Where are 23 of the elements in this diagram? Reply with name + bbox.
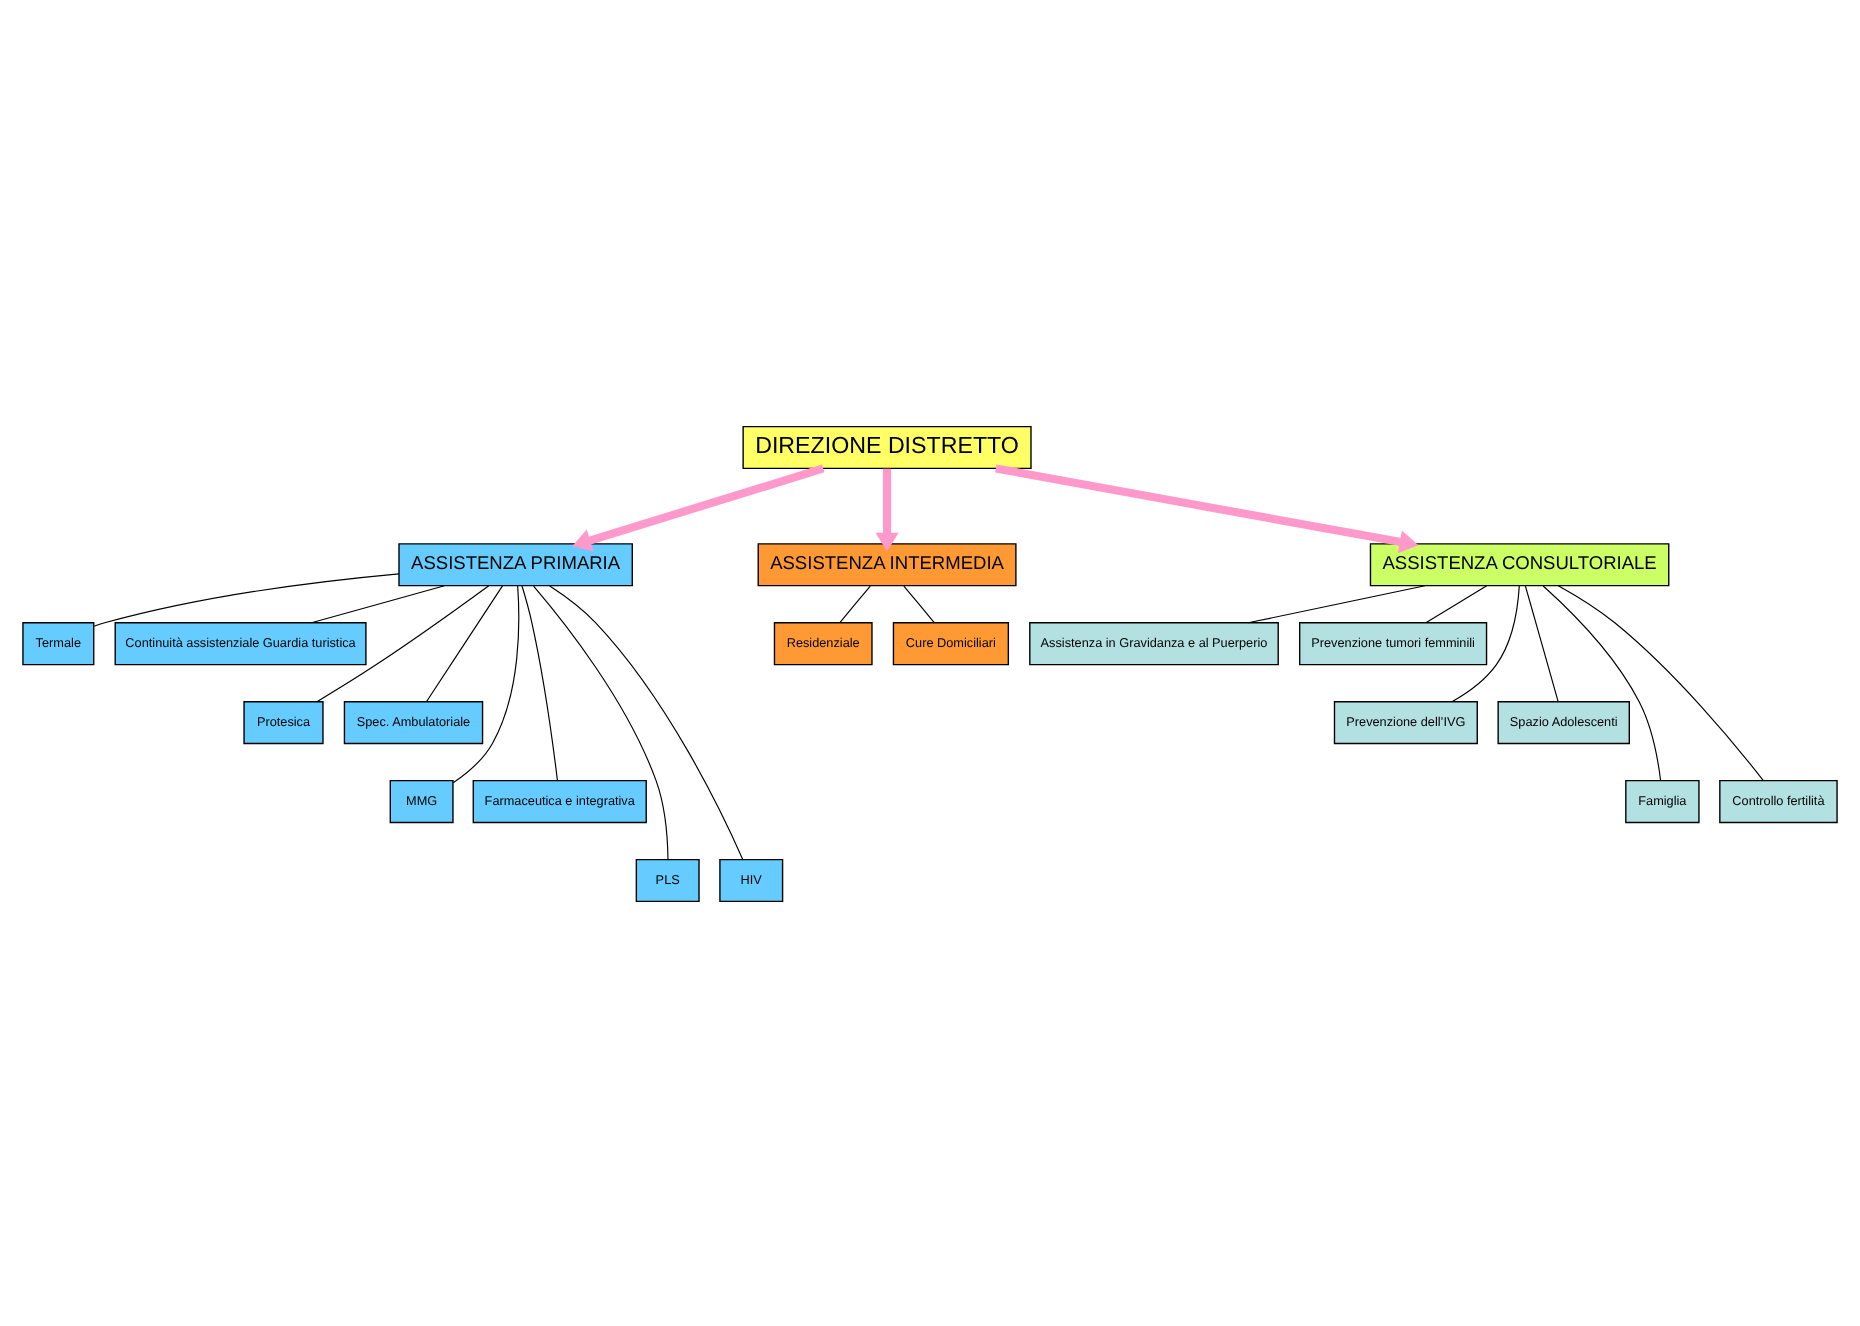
connector [1524,584,1559,701]
connector [452,584,520,783]
connector [1542,584,1662,781]
connector [1451,584,1520,702]
connector [1425,584,1488,623]
node-box: DIREZIONE DISTRETTO [742,424,1032,469]
connector [548,584,744,859]
connector [426,584,504,702]
arrow [995,463,1419,553]
connector [532,584,669,859]
connector [1247,584,1426,623]
connector [316,584,490,702]
connector [839,584,871,622]
connector [521,584,559,781]
node-box: ASSISTENZA CONSULTORIALE [1369,542,1670,586]
node-box: ASSISTENZA INTERMEDIA [757,542,1017,586]
arrow [875,467,899,551]
connector [903,584,935,622]
connector [93,572,400,626]
connector [1557,584,1764,781]
node-box: ASSISTENZA PRIMARIA [398,542,633,586]
connector [310,584,445,623]
arrow [572,463,825,551]
